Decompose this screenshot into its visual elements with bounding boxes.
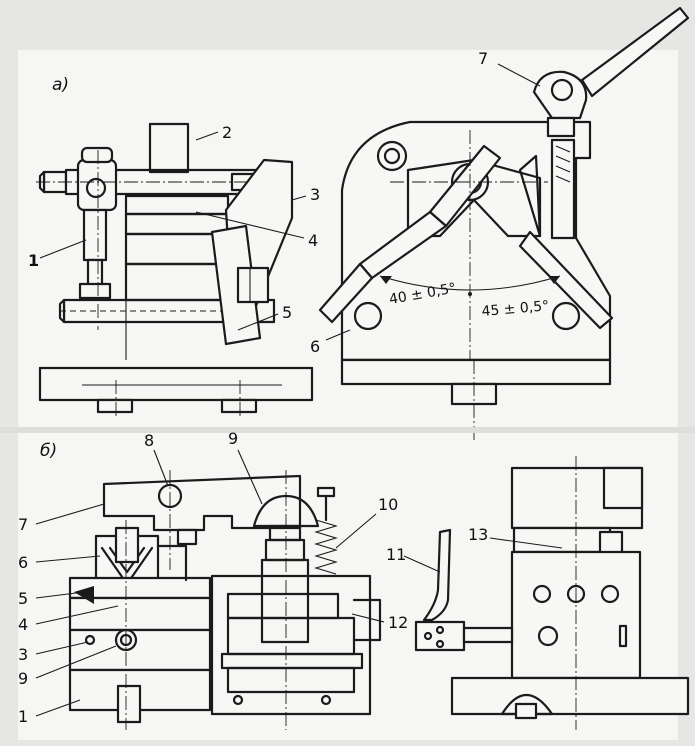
angle-fixture: 40 ± 0,5° 45 ± 0,5° 6 7 xyxy=(310,6,690,440)
part-2-block xyxy=(148,122,190,174)
side-view-b: 11 13 xyxy=(386,456,690,730)
callouts-b: 8 9 10 7 6 5 4 3 9 1 12 xyxy=(18,429,408,726)
dimension-angle-right: 45 ± 0,5° xyxy=(481,298,550,320)
callout-6-a: 6 xyxy=(310,337,320,356)
view-a: а) xyxy=(28,6,690,440)
callout-10: 10 xyxy=(378,495,398,514)
callout-1-b: 1 xyxy=(18,707,28,726)
sectioned-housing xyxy=(210,470,382,730)
callout-9-top: 9 xyxy=(228,429,238,448)
callout-4: 4 xyxy=(308,231,318,250)
top-plate xyxy=(102,470,302,570)
callout-8: 8 xyxy=(144,431,154,450)
view-label-a: а) xyxy=(52,75,69,95)
callout-5-b: 5 xyxy=(18,589,28,608)
base-a xyxy=(38,366,314,416)
view-b: б) xyxy=(18,429,690,730)
callout-13: 13 xyxy=(468,525,488,544)
callout-3: 3 xyxy=(310,185,320,204)
callout-5: 5 xyxy=(282,303,292,322)
callout-9-left: 9 xyxy=(18,669,28,688)
right-bracket xyxy=(210,158,294,346)
callout-4-b: 4 xyxy=(18,615,28,634)
callout-7-b: 7 xyxy=(18,515,28,534)
spring xyxy=(314,486,338,575)
callout-7-a: 7 xyxy=(478,49,488,68)
view-label-b: б) xyxy=(40,441,57,461)
callout-3-b: 3 xyxy=(18,645,28,664)
callout-6-b: 6 xyxy=(18,553,28,572)
callout-1: 1 xyxy=(28,251,39,270)
callout-11: 11 xyxy=(386,545,406,564)
callouts-a: 2 3 4 5 1 xyxy=(28,123,320,331)
left-body xyxy=(68,520,212,730)
callout-2: 2 xyxy=(222,123,232,142)
callout-12: 12 xyxy=(388,613,408,632)
